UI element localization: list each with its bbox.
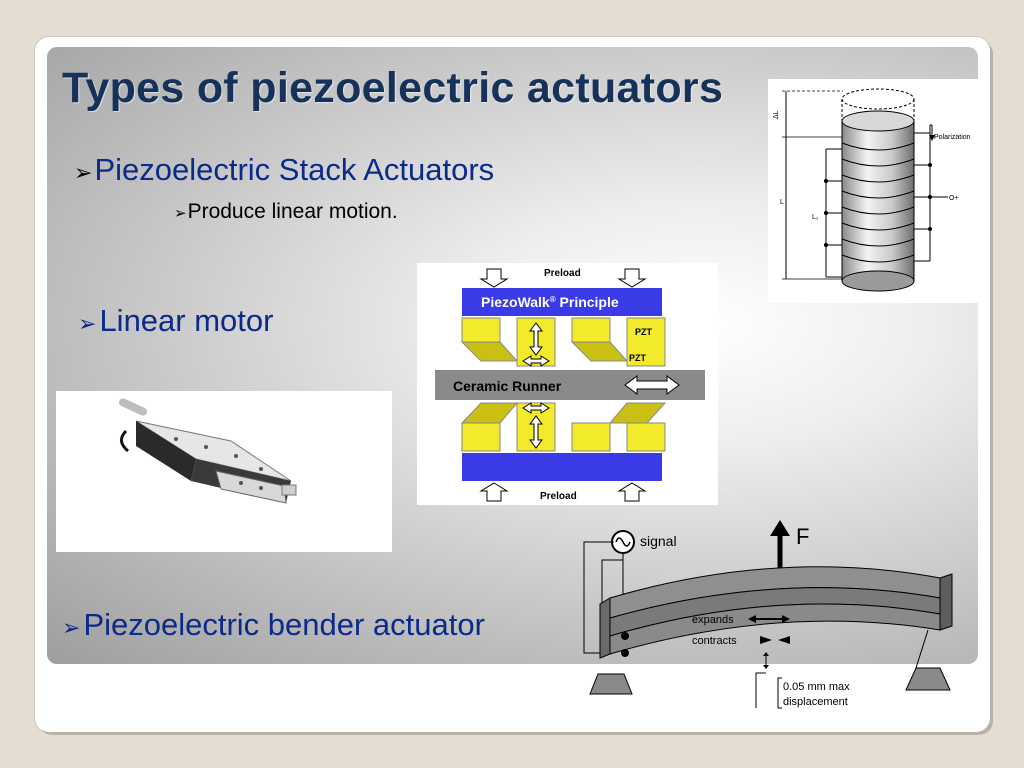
expands-arrow-icon xyxy=(748,615,790,623)
contracts-arrow-icon xyxy=(760,636,790,644)
force-arrow-icon xyxy=(770,520,790,536)
bullet-linear-motor: ➢ Linear motor xyxy=(78,303,273,339)
arrow-bullet-icon: ➢ xyxy=(74,161,93,186)
terminal-label: O+ xyxy=(949,195,959,202)
bullet-stack-actuators: ➢ Piezoelectric Stack Actuators xyxy=(74,152,494,188)
horizontal-double-arrow-icon xyxy=(522,402,550,414)
expands-label: expands xyxy=(692,614,734,626)
l1-label: L₁ xyxy=(812,214,819,221)
runner-direction-arrow-icon xyxy=(624,375,680,395)
piezowalk-principle-diagram: Preload PiezoWalk® Principle PZT PZT Cer… xyxy=(417,263,718,505)
bullet-text: Piezoelectric Stack Actuators xyxy=(94,152,495,187)
displacement-line-2: displacement xyxy=(783,696,848,708)
ceramic-runner-label: Ceramic Runner xyxy=(453,378,562,394)
delta-l-label: ΔL xyxy=(773,110,780,119)
preload-top-label: Preload xyxy=(544,268,581,279)
horizontal-double-arrow-icon xyxy=(522,355,550,367)
left-support xyxy=(589,673,633,695)
polarization-label: Polarization xyxy=(934,134,971,141)
arrow-bullet-icon: ➢ xyxy=(62,616,81,641)
principle-suffix: Principle xyxy=(556,294,619,310)
bullet-bender-actuator: ➢ Piezoelectric bender actuator xyxy=(62,607,485,643)
preload-bottom-label: Preload xyxy=(540,491,577,502)
arrow-bullet-icon: ➢ xyxy=(174,204,187,222)
right-support xyxy=(905,667,951,691)
stack-actuator-diagram: ΔL L L₁ xyxy=(768,79,990,303)
bullet-text: Linear motor xyxy=(99,303,274,338)
contracts-label: contracts xyxy=(692,635,737,647)
preload-arrow-icon xyxy=(617,482,647,502)
bender-actuator-diagram: signal F expands contracts xyxy=(580,518,960,714)
bullet-text: Produce linear motion. xyxy=(187,200,398,223)
linear-motor-photo xyxy=(56,391,392,552)
force-label: F xyxy=(796,524,809,549)
registered-mark: ® xyxy=(550,295,556,304)
svg-text:PiezoWalk® Principle: PiezoWalk® Principle xyxy=(481,294,619,310)
pzt-label-2: PZT xyxy=(629,353,647,363)
slide-title: Types of piezoelectric actuators xyxy=(62,64,724,112)
principle-name: PiezoWalk xyxy=(481,294,550,310)
l-label: L xyxy=(780,199,784,206)
preload-arrow-icon xyxy=(479,482,509,502)
signal-label: signal xyxy=(640,533,677,549)
preload-arrow-icon xyxy=(479,268,509,288)
pzt-label-1: PZT xyxy=(635,327,653,337)
preload-arrow-icon xyxy=(617,268,647,288)
vertical-double-arrow-icon xyxy=(529,322,543,356)
vertical-double-arrow-icon xyxy=(529,415,543,449)
displacement-line-1: 0.05 mm max xyxy=(783,681,850,693)
arrow-bullet-icon: ➢ xyxy=(78,312,97,337)
sub-bullet-linear-motion: ➢ Produce linear motion. xyxy=(174,200,398,224)
bullet-text: Piezoelectric bender actuator xyxy=(83,607,485,642)
